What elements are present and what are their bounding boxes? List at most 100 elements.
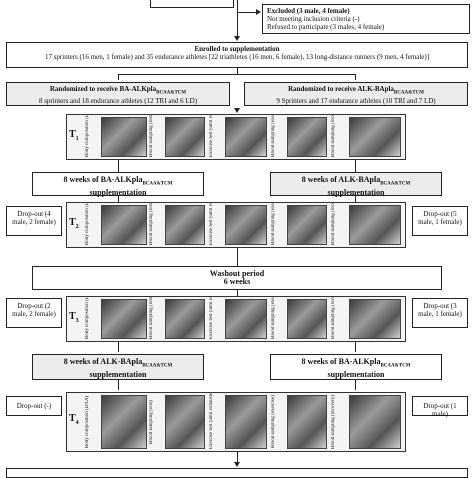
step-exercise-test: Exercise test (until exhaustion) — [209, 114, 214, 157]
connector — [118, 380, 119, 390]
photo-blood-recovery — [349, 205, 401, 245]
connector — [237, 290, 238, 296]
step-blood-recovery: Blood sampling (recovery) — [331, 296, 336, 339]
connector-arrow — [256, 9, 261, 15]
connector — [237, 0, 238, 36]
step-blood-recovery: Blood sampling (recovery) — [331, 114, 336, 157]
photo-blood-recovery — [349, 395, 401, 449]
supp2-left-title: 8 weeks of ALK-BApla — [63, 357, 143, 366]
step-blood-recovery: Blood sampling (recovery) — [331, 202, 336, 245]
step-body-composition: Body composition (DXA) — [85, 296, 90, 339]
photo-dxa — [101, 299, 147, 339]
dropout-t3-right: Drop-out (3 male, 1 female) — [412, 298, 468, 328]
group-right-title-sub: BCAA&TCM — [393, 90, 424, 96]
photo-exercise — [225, 205, 267, 245]
photo-exercise — [225, 117, 267, 157]
group-right-box: Randomized to receive ALK-BAplaBCAA&TCM … — [244, 82, 468, 106]
photo-blood-exercise — [287, 299, 327, 339]
connector — [237, 68, 238, 74]
group-left-box: Randomized to receive BA-ALKplaBCAA&TCM … — [6, 82, 230, 106]
dropout-t4-left: Drop-out (-) — [6, 396, 62, 416]
photo-blood-recovery — [349, 299, 401, 339]
dropout-t2-left: Drop-out (4 male, 2 female) — [6, 206, 62, 236]
period-label-t2: T2 — [69, 217, 79, 230]
group-left-title-sub: BCAA&TCM — [156, 90, 187, 96]
supp2-left-label: supplementation — [89, 369, 147, 379]
group-right-title: Randomized to receive ALK-BApla — [288, 85, 394, 93]
excluded-title: Excluded (3 male, 4 female) — [267, 7, 350, 15]
connector — [355, 160, 356, 172]
connector — [118, 160, 119, 172]
photo-blood-rest — [165, 395, 205, 449]
dropout-t4-right: Drop-out (1 male) — [412, 396, 468, 418]
step-blood-exercise: Blood sampling (exercise) — [271, 395, 276, 449]
group-left-detail: 8 sprinters and 18 endurance athletes (1… — [38, 97, 198, 106]
washout-detail: 6 weeks — [223, 277, 251, 286]
step-blood-rest: Blood sampling (rest) — [149, 296, 154, 339]
photo-dxa — [101, 117, 147, 157]
supp2-right-title-sub: BCAA&TCM — [380, 363, 411, 369]
step-blood-recovery: Blood sampling (recovery) — [331, 395, 336, 449]
top-box — [150, 0, 234, 8]
photo-dxa — [101, 395, 147, 449]
photo-exercise — [225, 395, 267, 449]
supp2-right-label: supplementation — [327, 369, 385, 379]
washout-title: Washout period — [209, 269, 265, 278]
excluded-box: Excluded (3 male, 4 female) Not meeting … — [262, 4, 470, 34]
group-left-title: Randomized to receive BA-ALKpla — [49, 85, 157, 93]
supp1-right-title: 8 weeks of ALK-BApla — [301, 175, 381, 184]
connector-arrow — [234, 36, 240, 41]
connector — [355, 380, 356, 390]
step-body-composition: Body composition (DXA) — [85, 114, 90, 157]
washout-box: Washout period 6 weeks — [32, 266, 442, 290]
enrolled-title: Enrolled to supplementation — [194, 45, 280, 53]
photo-blood-rest — [165, 117, 205, 157]
supp1-left-title-sub: BCAA&TCM — [142, 181, 173, 187]
photo-exercise — [225, 299, 267, 339]
photo-dxa — [101, 205, 147, 245]
connector — [118, 74, 356, 75]
photo-blood-rest — [165, 299, 205, 339]
step-blood-rest: Blood sampling (rest) — [149, 400, 154, 444]
connector — [118, 74, 119, 80]
connector — [237, 452, 238, 464]
connector-arrow — [234, 462, 240, 467]
step-body-composition: Body composition (DXA) — [85, 395, 90, 449]
supp2-right-title: 8 weeks of BA-ALKpla — [301, 357, 381, 366]
connector-arrow — [234, 108, 240, 113]
photo-blood-exercise — [287, 395, 327, 449]
step-blood-exercise: Blood sampling (exercise) — [271, 202, 276, 245]
period-label-t3: T3 — [69, 311, 79, 324]
supp1-left-label: supplementation — [89, 187, 147, 197]
step-exercise-test: Exercise test (until exhaustion) — [209, 392, 214, 449]
step-exercise-test: Exercise test (until exhaustion) — [209, 296, 214, 339]
period-strip-t1: T1 Body composition (DXA) Blood sampling… — [66, 114, 406, 160]
photo-blood-exercise — [287, 205, 327, 245]
period-label-t1: T1 — [69, 129, 79, 142]
supp1-right-title-sub: BCAA&TCM — [380, 181, 411, 187]
connector — [355, 74, 356, 80]
supp1-left-title: 8 weeks of BA-ALKpla — [63, 175, 143, 184]
photo-blood-recovery — [349, 117, 401, 157]
supp2-left-title-sub: BCAA&TCM — [142, 363, 173, 369]
group-right-detail: 9 Sprinters and 17 endurance athletes (1… — [276, 97, 436, 106]
connector — [355, 196, 356, 204]
supp2-left-box: 8 weeks of ALK-BAplaBCAA&TCM supplementa… — [32, 354, 204, 380]
step-blood-exercise: Blood sampling (exercise) — [271, 114, 276, 157]
dropout-t3-left: Drop-out (2 male, 2 female) — [6, 298, 62, 328]
step-blood-rest: Blood sampling (rest) — [149, 114, 154, 157]
connector — [118, 342, 119, 352]
supp1-right-box: 8 weeks of ALK-BAplaBCAA&TCM supplementa… — [270, 172, 442, 196]
supp2-right-box: 8 weeks of BA-ALKplaBCAA&TCM supplementa… — [270, 354, 442, 380]
step-blood-exercise: Blood sampling (exercise) — [271, 296, 276, 339]
connector — [355, 342, 356, 352]
period-label-t4: T4 — [69, 413, 79, 426]
enrolled-detail: 17 sprinters (16 men, 1 female) and 35 e… — [44, 53, 430, 61]
period-strip-t4: T4 Body composition (DXA) Blood sampling… — [66, 392, 406, 452]
connector — [237, 12, 257, 13]
dropout-t2-right: Drop-out (5 male, 1 female) — [412, 206, 468, 236]
connector — [118, 196, 119, 204]
step-exercise-test: Exercise test (until exhaustion) — [209, 202, 214, 245]
excluded-line1: Not meeting inclusion criteria (-) — [267, 15, 360, 23]
bottom-box — [6, 468, 468, 478]
